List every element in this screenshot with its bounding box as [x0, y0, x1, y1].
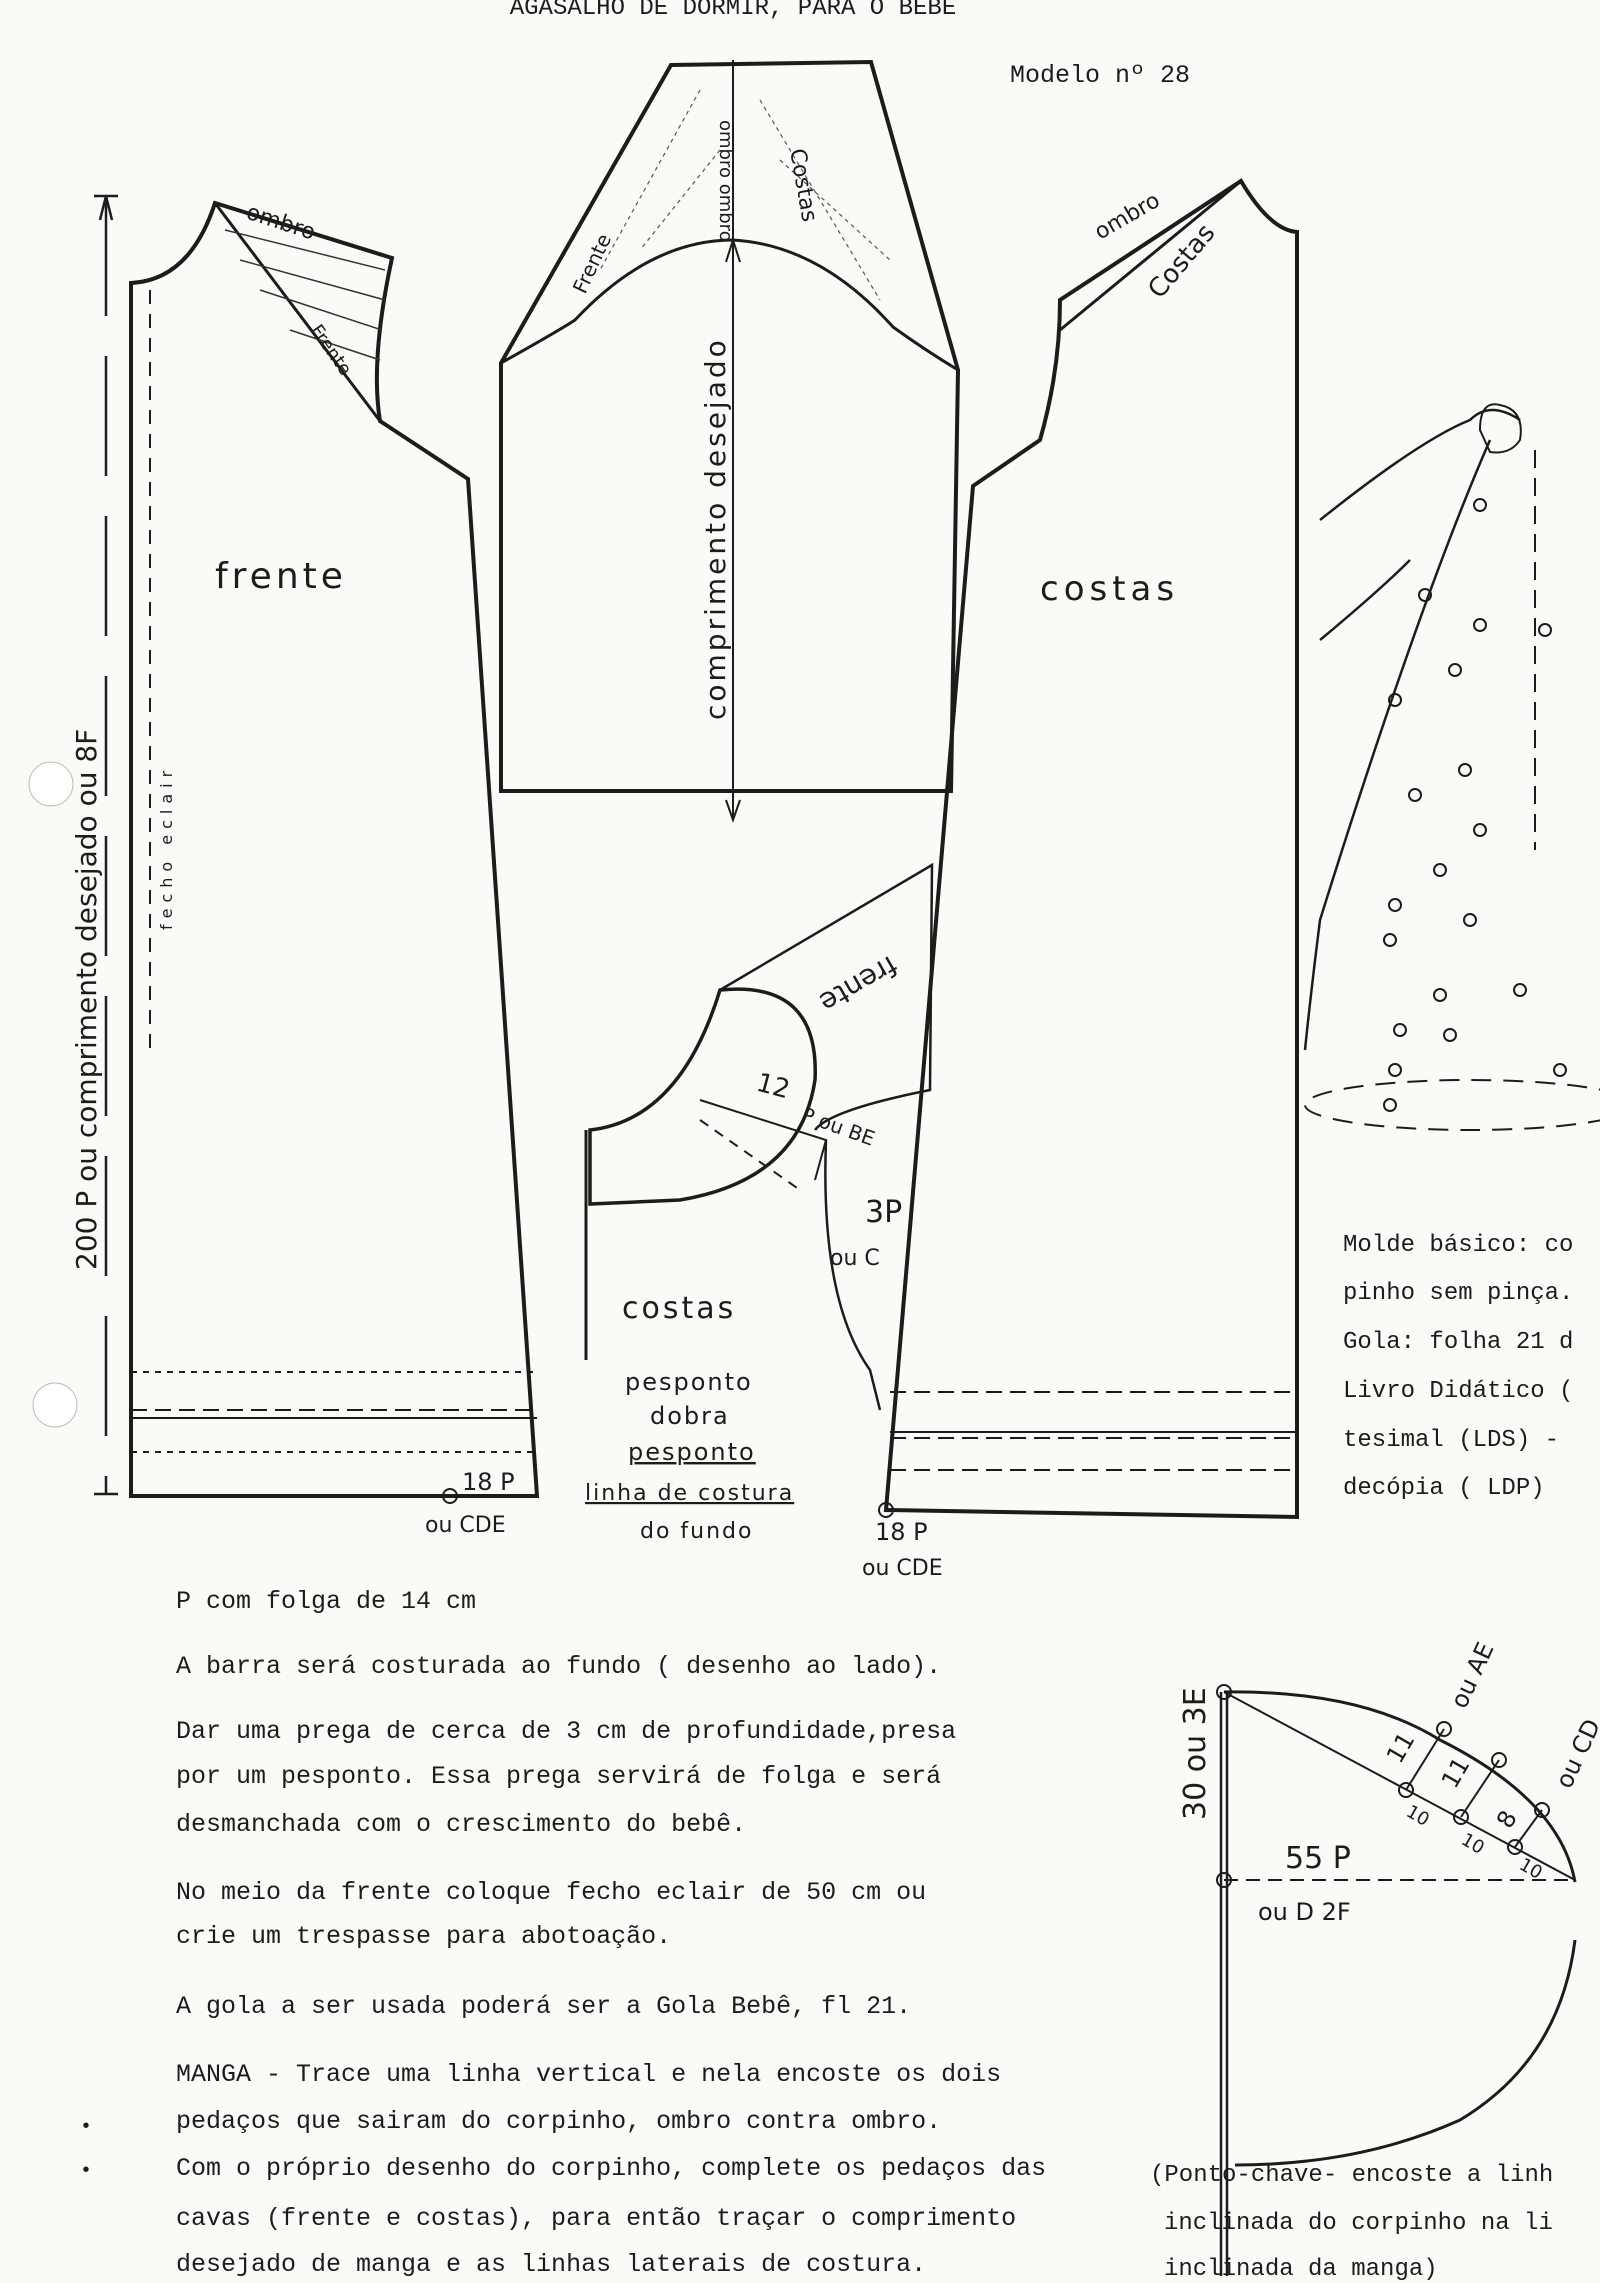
left-cde-label: ou CDE	[425, 1513, 506, 1538]
costas-lower-label: costas	[622, 1291, 736, 1326]
length-label: 200 P ou comprimento desejado ou 8F	[70, 729, 103, 1270]
sleeve-ombro-label: ombro ombro	[715, 120, 736, 242]
collar-p-be-label: P ou BE	[798, 1102, 878, 1151]
sleeve-hatch	[599, 89, 891, 301]
back-piece	[883, 178, 1299, 1520]
front-shoulder-hatch	[224, 229, 386, 361]
segment-10b: 10	[1458, 1829, 1488, 1859]
front-ombro-label: ombro	[243, 200, 318, 246]
right-point-marker	[878, 1502, 894, 1518]
left-point-marker	[442, 1488, 458, 1504]
instruction-line: Dar uma prega de cerca de 3 cm de profun…	[176, 1717, 957, 1746]
instruction-line: MANGA - Trace uma linha vertical e nela …	[176, 2060, 1002, 2089]
punch-hole	[32, 1382, 78, 1428]
segment-8: 8	[1491, 1806, 1523, 1833]
instruction-line: A barra será costurada ao fundo ( desenh…	[176, 1652, 942, 1681]
side-note-line: Gola: folha 21 d	[1343, 1329, 1574, 1356]
fecho-label: fecho eclair	[157, 765, 176, 930]
sleeve-width-alt: ou D 2F	[1258, 1898, 1351, 1926]
sleeve-ou-cd-label: ou CD	[1550, 1715, 1600, 1793]
instruction-line: crie um trespasse para abotoação.	[176, 1922, 672, 1951]
sleeve-costas-label: Costas	[784, 147, 821, 224]
segment-10a: 10	[1403, 1801, 1433, 1831]
instruction-line: Com o próprio desenho do corpinho, compl…	[176, 2154, 1047, 2183]
frente-label: frente	[215, 556, 347, 597]
instruction-line: A gola a ser usada poderá ser a Gola Beb…	[176, 1992, 912, 2021]
sleeve-width-label: 55 P	[1285, 1841, 1351, 1876]
hem-label-dobra: dobra	[650, 1402, 730, 1430]
dress-flower-dots	[1383, 498, 1567, 1112]
hem-lines	[131, 1371, 1297, 1471]
right-18-label: 18 P	[875, 1518, 928, 1546]
side-note-line: pinho sem pinça.	[1343, 1280, 1574, 1307]
side-note-line: Molde básico: co	[1343, 1232, 1574, 1259]
hem-label-fundo: do fundo	[640, 1519, 753, 1544]
dress-illustration	[1303, 403, 1600, 1131]
left-18-label: 18 P	[462, 1468, 515, 1496]
document-title: AGASALHO DE DORMIR, PARA O BEBE	[510, 0, 956, 22]
instruction-line: No meio da frente coloque fecho eclair d…	[176, 1878, 927, 1907]
collar-piece	[584, 862, 934, 1411]
hem-label-pesponto: pesponto	[625, 1368, 753, 1396]
front-piece	[129, 200, 540, 1498]
punch-hole	[28, 761, 74, 807]
sleeve-length-label: comprimento desejado	[699, 337, 732, 720]
length-arrow	[94, 194, 118, 1496]
side-note-line: tesimal (LDS) -	[1343, 1427, 1560, 1454]
instruction-line: desmanchada com o crescimento do bebê.	[176, 1810, 747, 1839]
instruction-line: pedaços que sairam do corpinho, ombro co…	[176, 2107, 942, 2136]
sleeve-height-label: 30 ou 3E	[1178, 1687, 1213, 1820]
segment-11a: 11	[1381, 1728, 1421, 1768]
bottom-note-line: inclinada do corpinho na li	[1164, 2210, 1553, 2237]
instruction-line: P com folga de 14 cm	[176, 1587, 477, 1616]
sleeve-construction	[1216, 1684, 1577, 2276]
bullet: •	[80, 2160, 93, 2183]
bottom-note-line: (Ponto-chave- encoste a linh	[1150, 2162, 1554, 2189]
right-cde-label: ou CDE	[862, 1556, 943, 1581]
side-note-line: decópia ( LDP)	[1343, 1475, 1545, 1502]
sleeve-piece	[499, 59, 961, 824]
collar-3p-label: 3P	[865, 1195, 902, 1230]
side-note-line: Livro Didático (	[1343, 1378, 1574, 1405]
instruction-line: cavas (frente e costas), para então traç…	[176, 2204, 1017, 2233]
instruction-line: desejado de manga e as linhas laterais d…	[176, 2250, 927, 2279]
collar-frente-label: frente	[814, 949, 903, 1020]
bullet: •	[80, 2116, 93, 2139]
sleeve-ou-ae-label: ou AE	[1445, 1638, 1500, 1712]
costas-label: costas	[1040, 569, 1179, 609]
hem-label-pesponto-2: pesponto	[628, 1438, 756, 1466]
instruction-line: por um pesponto. Essa prega servirá de f…	[176, 1762, 942, 1791]
hem-label-linha: linha de costura	[585, 1481, 794, 1506]
collar-ou-c-label: ou C	[830, 1246, 880, 1271]
collar-12-label: 12	[753, 1068, 793, 1106]
bottom-note-line: inclinada da manga)	[1164, 2256, 1438, 2283]
model-number: Modelo nº 28	[1010, 61, 1190, 90]
segment-11b: 11	[1436, 1753, 1476, 1793]
